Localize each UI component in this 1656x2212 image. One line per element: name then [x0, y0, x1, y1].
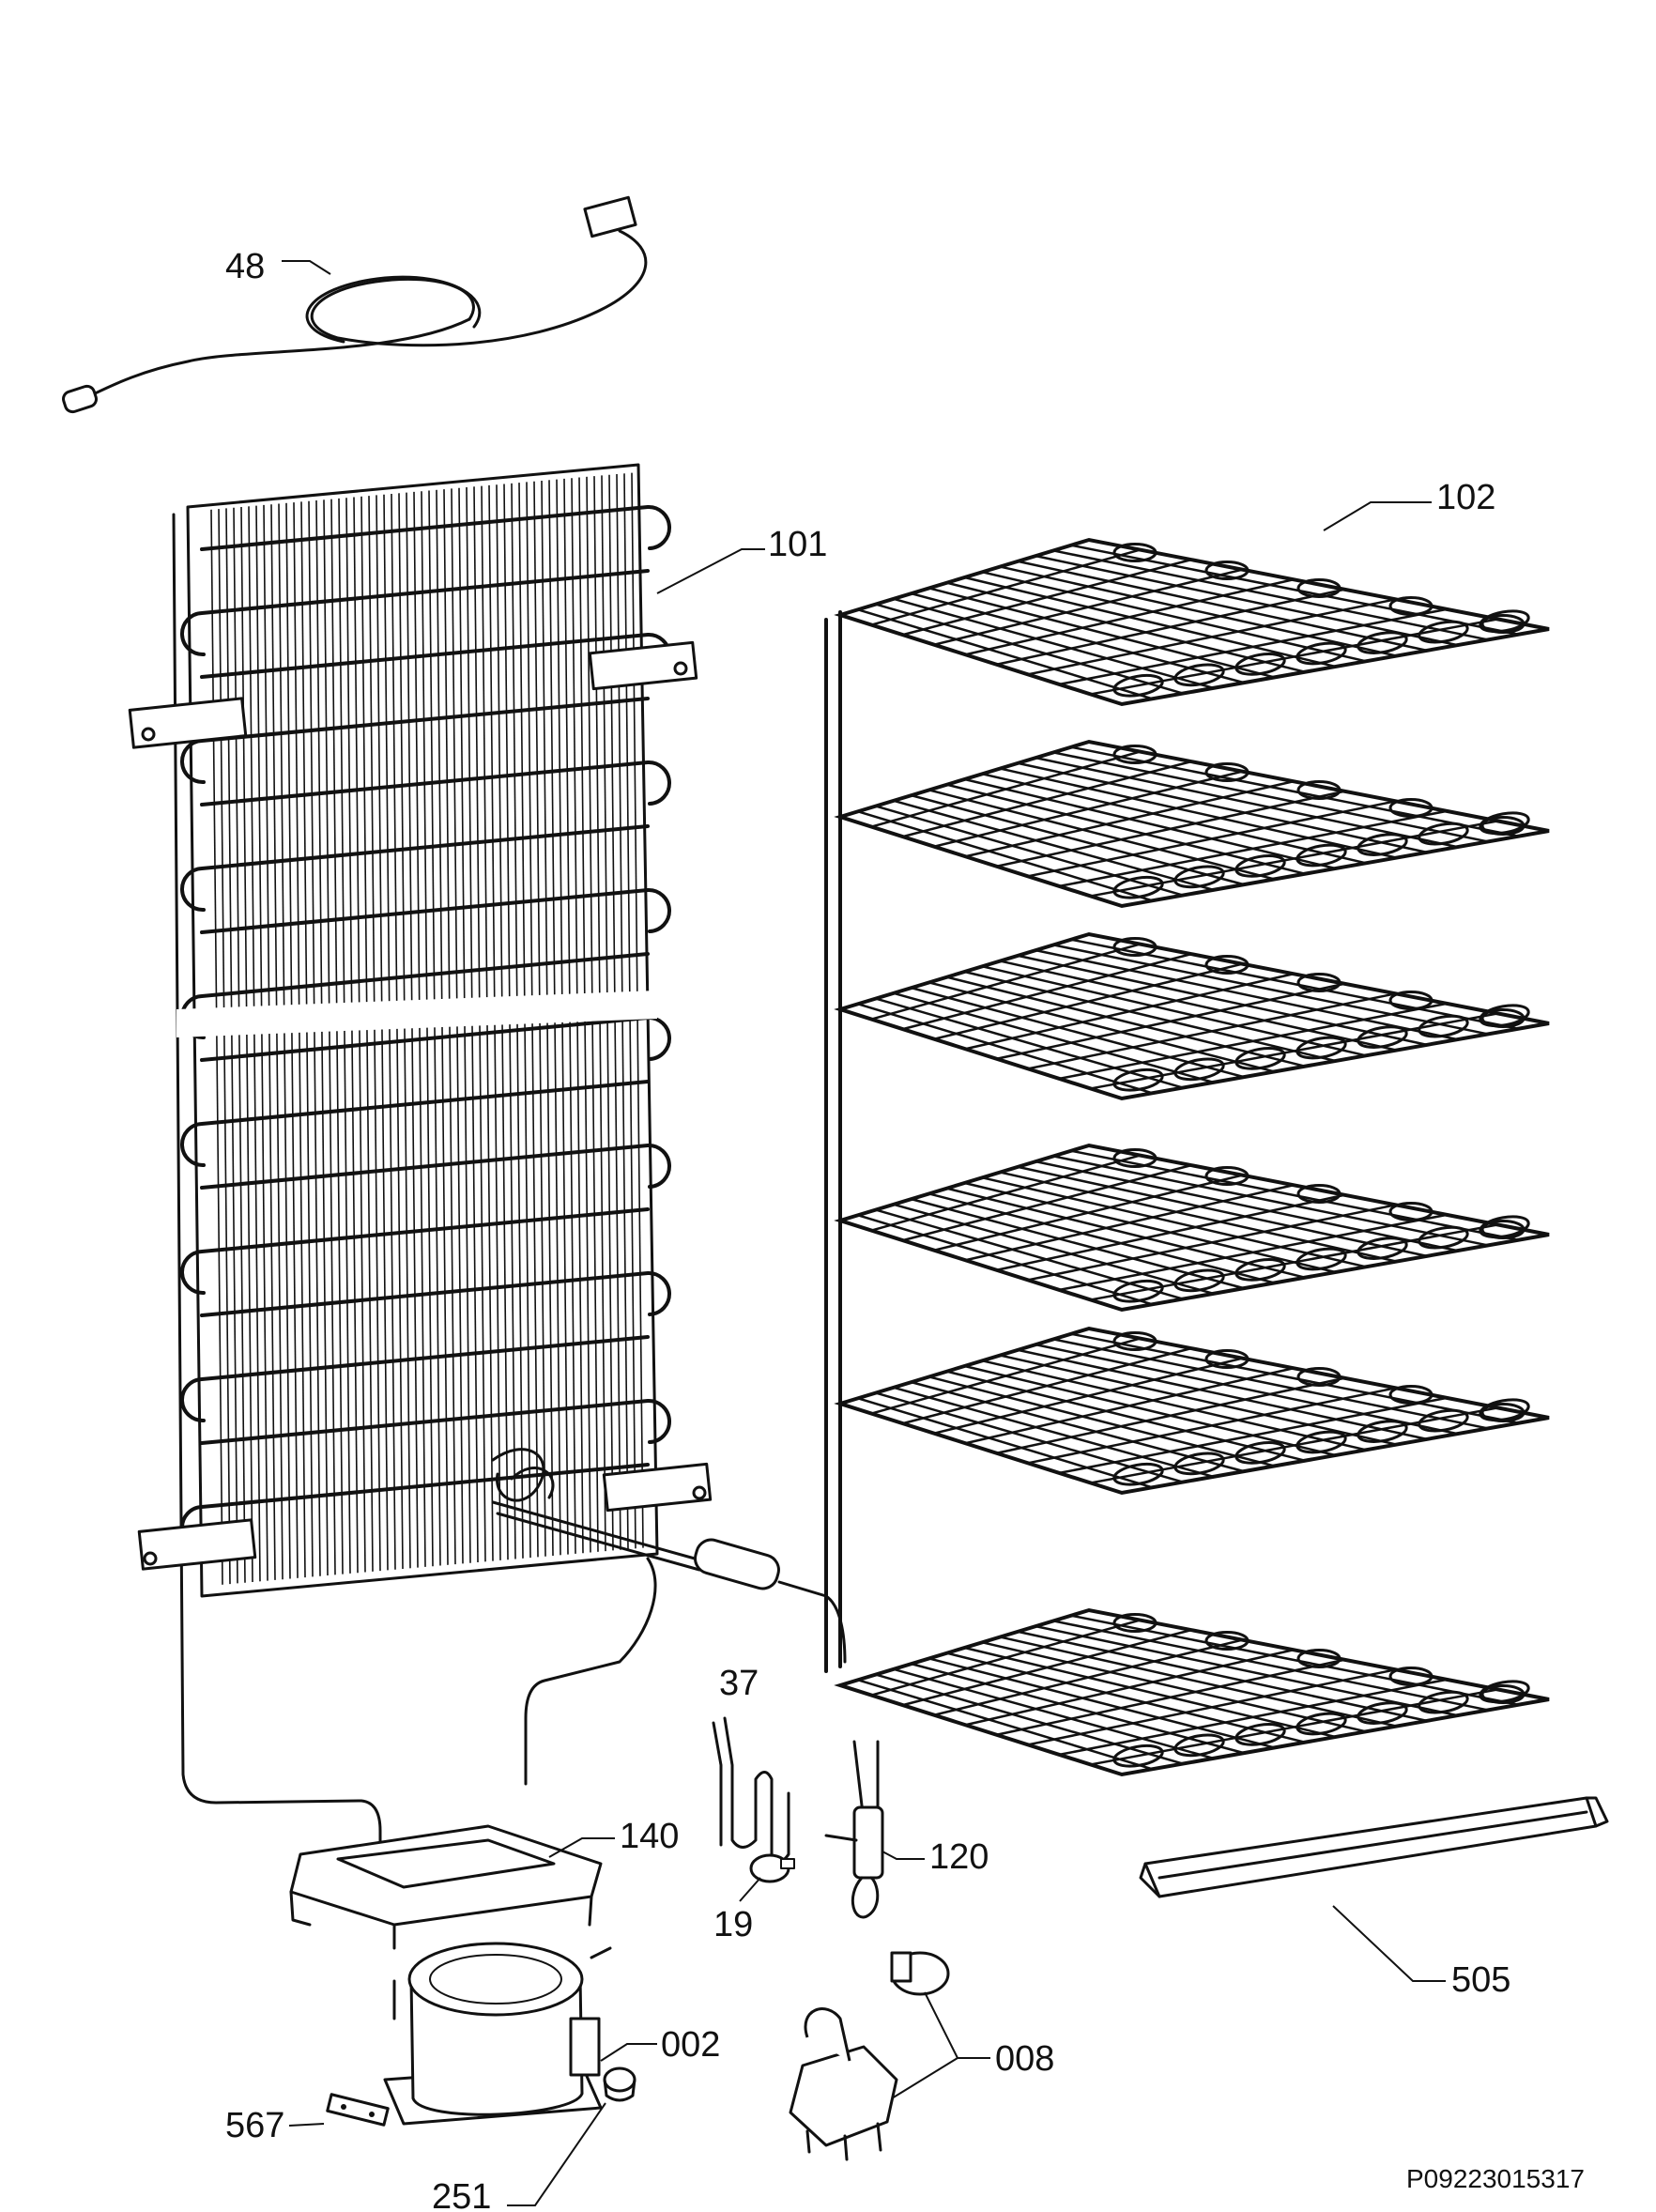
label-102: 102 [1436, 478, 1495, 517]
label-002: 002 [661, 2025, 720, 2065]
grommet-251 [507, 2066, 636, 2206]
condenser-101 [128, 463, 765, 1889]
evaporator-rack-102 [824, 501, 1550, 1777]
label-101: 101 [768, 525, 827, 564]
document-code: P09223015317 [1406, 2164, 1585, 2193]
handle-bar-505 [1139, 1796, 1609, 1982]
label-008: 008 [995, 2039, 1054, 2079]
label-140: 140 [620, 1817, 679, 1856]
label-37: 37 [719, 1664, 759, 1703]
label-48: 48 [225, 247, 265, 286]
label-567: 567 [225, 2106, 284, 2145]
label-505: 505 [1451, 1960, 1510, 2000]
filter-drier-37 [491, 1448, 847, 1664]
compressor-002 [383, 1942, 657, 2126]
sensor-cable-48 [62, 195, 648, 414]
label-251: 251 [432, 2177, 491, 2212]
relay-008 [789, 1951, 990, 2161]
label-19: 19 [713, 1905, 753, 1944]
heater-19 [712, 1716, 795, 1902]
compressor-tray-140 [289, 1824, 615, 1950]
thermostat-sensor-120 [824, 1740, 925, 1919]
label-120: 120 [929, 1837, 989, 1877]
clip-567 [288, 2093, 390, 2127]
